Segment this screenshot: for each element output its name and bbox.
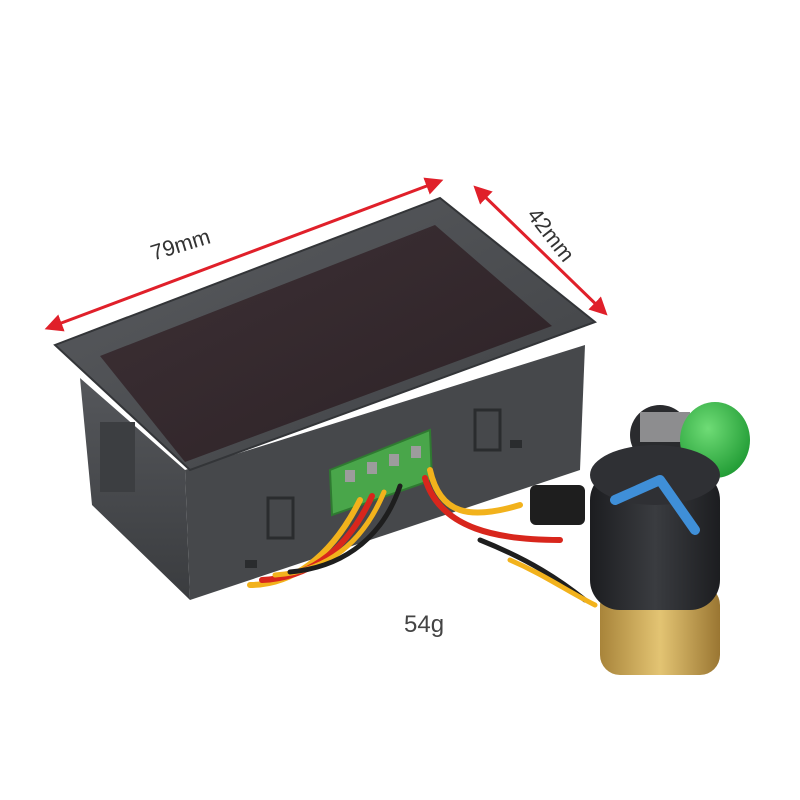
- controller-housing: [53, 196, 598, 600]
- width-dimension-arrow: [473, 185, 608, 316]
- length-dimension-arrow: [44, 177, 444, 332]
- wire-harness: [247, 467, 598, 608]
- knob-indicator: [610, 475, 700, 535]
- potentiometer: [530, 445, 720, 675]
- weight-label: 54g: [404, 611, 445, 638]
- display-window: [100, 225, 552, 462]
